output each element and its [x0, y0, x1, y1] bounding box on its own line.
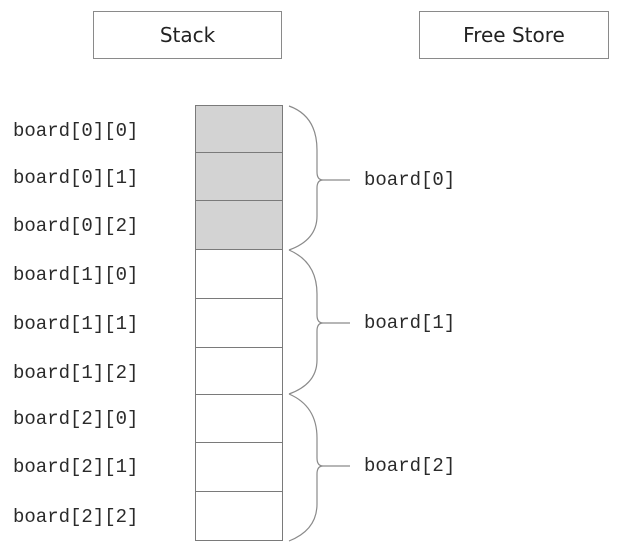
memory-cell-0-0: [195, 105, 283, 153]
row-label-1: board[1]: [364, 312, 456, 334]
memory-cell-0-2: [195, 200, 283, 250]
memory-cell-2-2: [195, 491, 283, 541]
memory-cell-1-2: [195, 347, 283, 395]
brace-row-0: [288, 105, 324, 251]
free-store-header: Free Store: [419, 11, 609, 59]
element-label-1-2: board[1][2]: [13, 362, 139, 384]
element-label-1-0: board[1][0]: [13, 264, 139, 286]
element-label-0-2: board[0][2]: [13, 215, 139, 237]
row-label-0: board[0]: [364, 169, 456, 191]
element-label-1-1: board[1][1]: [13, 313, 139, 335]
element-label-0-0: board[0][0]: [13, 120, 139, 142]
element-label-2-2: board[2][2]: [13, 506, 139, 528]
stack-header: Stack: [93, 11, 282, 59]
brace-row-1: [288, 249, 324, 395]
memory-cell-1-1: [195, 298, 283, 348]
memory-cell-1-0: [195, 249, 283, 299]
brace-row-2: [288, 393, 324, 542]
element-label-2-0: board[2][0]: [13, 408, 139, 430]
row-label-2: board[2]: [364, 455, 456, 477]
element-label-0-1: board[0][1]: [13, 167, 139, 189]
element-label-2-1: board[2][1]: [13, 456, 139, 478]
memory-cell-2-1: [195, 442, 283, 492]
